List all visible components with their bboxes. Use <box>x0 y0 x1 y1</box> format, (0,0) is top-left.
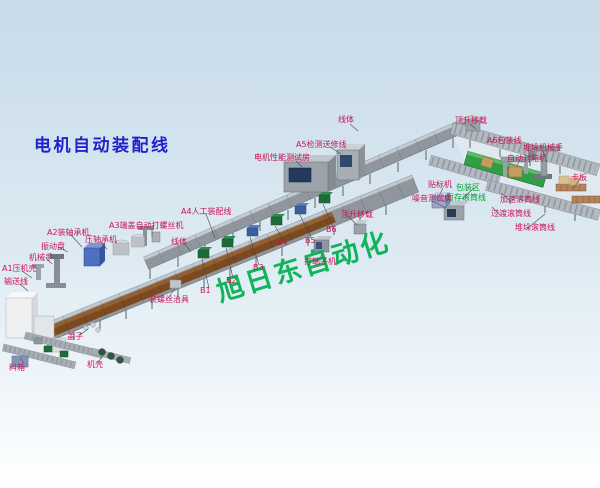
label-terminal-machine: 打端子机 <box>304 257 336 266</box>
leader-lines <box>19 123 581 364</box>
label-a6-packing-line: A6包装线 <box>487 136 522 145</box>
test-cabinet <box>336 144 365 181</box>
label-cover: 盖子 <box>67 332 83 341</box>
label-motor-test-room: 电机性能测试房 <box>254 153 310 162</box>
label-transition-roller-line: 过渡滚筒线 <box>491 209 531 218</box>
noise-test-cabinet <box>443 201 469 221</box>
label-lift-transfer-mid: 顶升移载 <box>341 210 373 219</box>
label-conveyor-line: 输送线 <box>4 277 28 286</box>
label-b6: B6 <box>326 225 337 234</box>
label-robot-hand: 机械手 <box>29 253 53 262</box>
label-a3-screw-machine: A3端盖自动打螺丝机 <box>109 221 184 230</box>
label-line-body-top: 线体 <box>338 115 354 124</box>
mid-lift-device <box>353 220 368 235</box>
b-bins <box>197 192 333 259</box>
label-pallet: 卡板 <box>571 173 587 182</box>
roller-conveyor-top <box>450 121 600 176</box>
label-lift-transfer-top: 顶升移载 <box>455 116 487 125</box>
motor-test-room-box <box>283 155 336 193</box>
label-line-body-mid: 线体 <box>171 237 187 246</box>
page-title: 电机自动装配线 <box>34 136 171 156</box>
label-labeling-machine: 贴标机 <box>428 180 452 189</box>
label-b5: B5 <box>305 236 316 245</box>
label-auto-sealer: 自动封箱机 <box>507 154 547 163</box>
stacking-robot-arm <box>527 145 561 179</box>
label-b3: B3 <box>253 263 264 272</box>
label-a1-press-shell: A1压机壳 <box>2 264 37 273</box>
label-shell: 机壳 <box>87 360 103 369</box>
a2-bearing-machine-box <box>83 234 145 267</box>
label-vibration-bowl: 振动盘 <box>41 242 65 251</box>
loading-station <box>2 292 132 369</box>
label-b4: B4 <box>277 238 288 247</box>
label-accel-roller-line: 加速滚筒线 <box>500 195 540 204</box>
roller-conveyor-bottom <box>485 179 600 221</box>
label-screw-fixture: 装螺丝治具 <box>149 295 189 304</box>
pallets <box>555 175 600 204</box>
labeler-machine-box <box>431 192 450 209</box>
label-stacking-roller-line: 堆垛滚筒线 <box>515 223 555 232</box>
label-b2: B2 <box>226 276 237 285</box>
label-buffer-roller-line: 暂存滚筒线 <box>446 193 486 202</box>
lift-transfer-device <box>465 116 484 132</box>
screw-fixture-box <box>169 279 182 289</box>
label-packing-area: 包装区 <box>456 183 480 192</box>
label-noise-test-room: 噪音测试房 <box>412 194 452 203</box>
label-a2-bearing-machine: A2装轴承机 <box>47 228 90 237</box>
label-a5-inspection-line: A5检测送修线 <box>296 140 347 149</box>
label-material-box: 料箱 <box>9 363 25 372</box>
label-bearing-press: 压轴承机 <box>85 235 117 244</box>
label-a4-manual-line: A4人工装配线 <box>181 207 232 216</box>
carton-sealer <box>500 156 532 178</box>
terminal-machine-box <box>313 236 333 253</box>
a1-press-machine-box <box>33 254 66 288</box>
label-stacking-robot: 堆垛机械手 <box>523 143 563 152</box>
label-b1: B1 <box>200 286 211 295</box>
